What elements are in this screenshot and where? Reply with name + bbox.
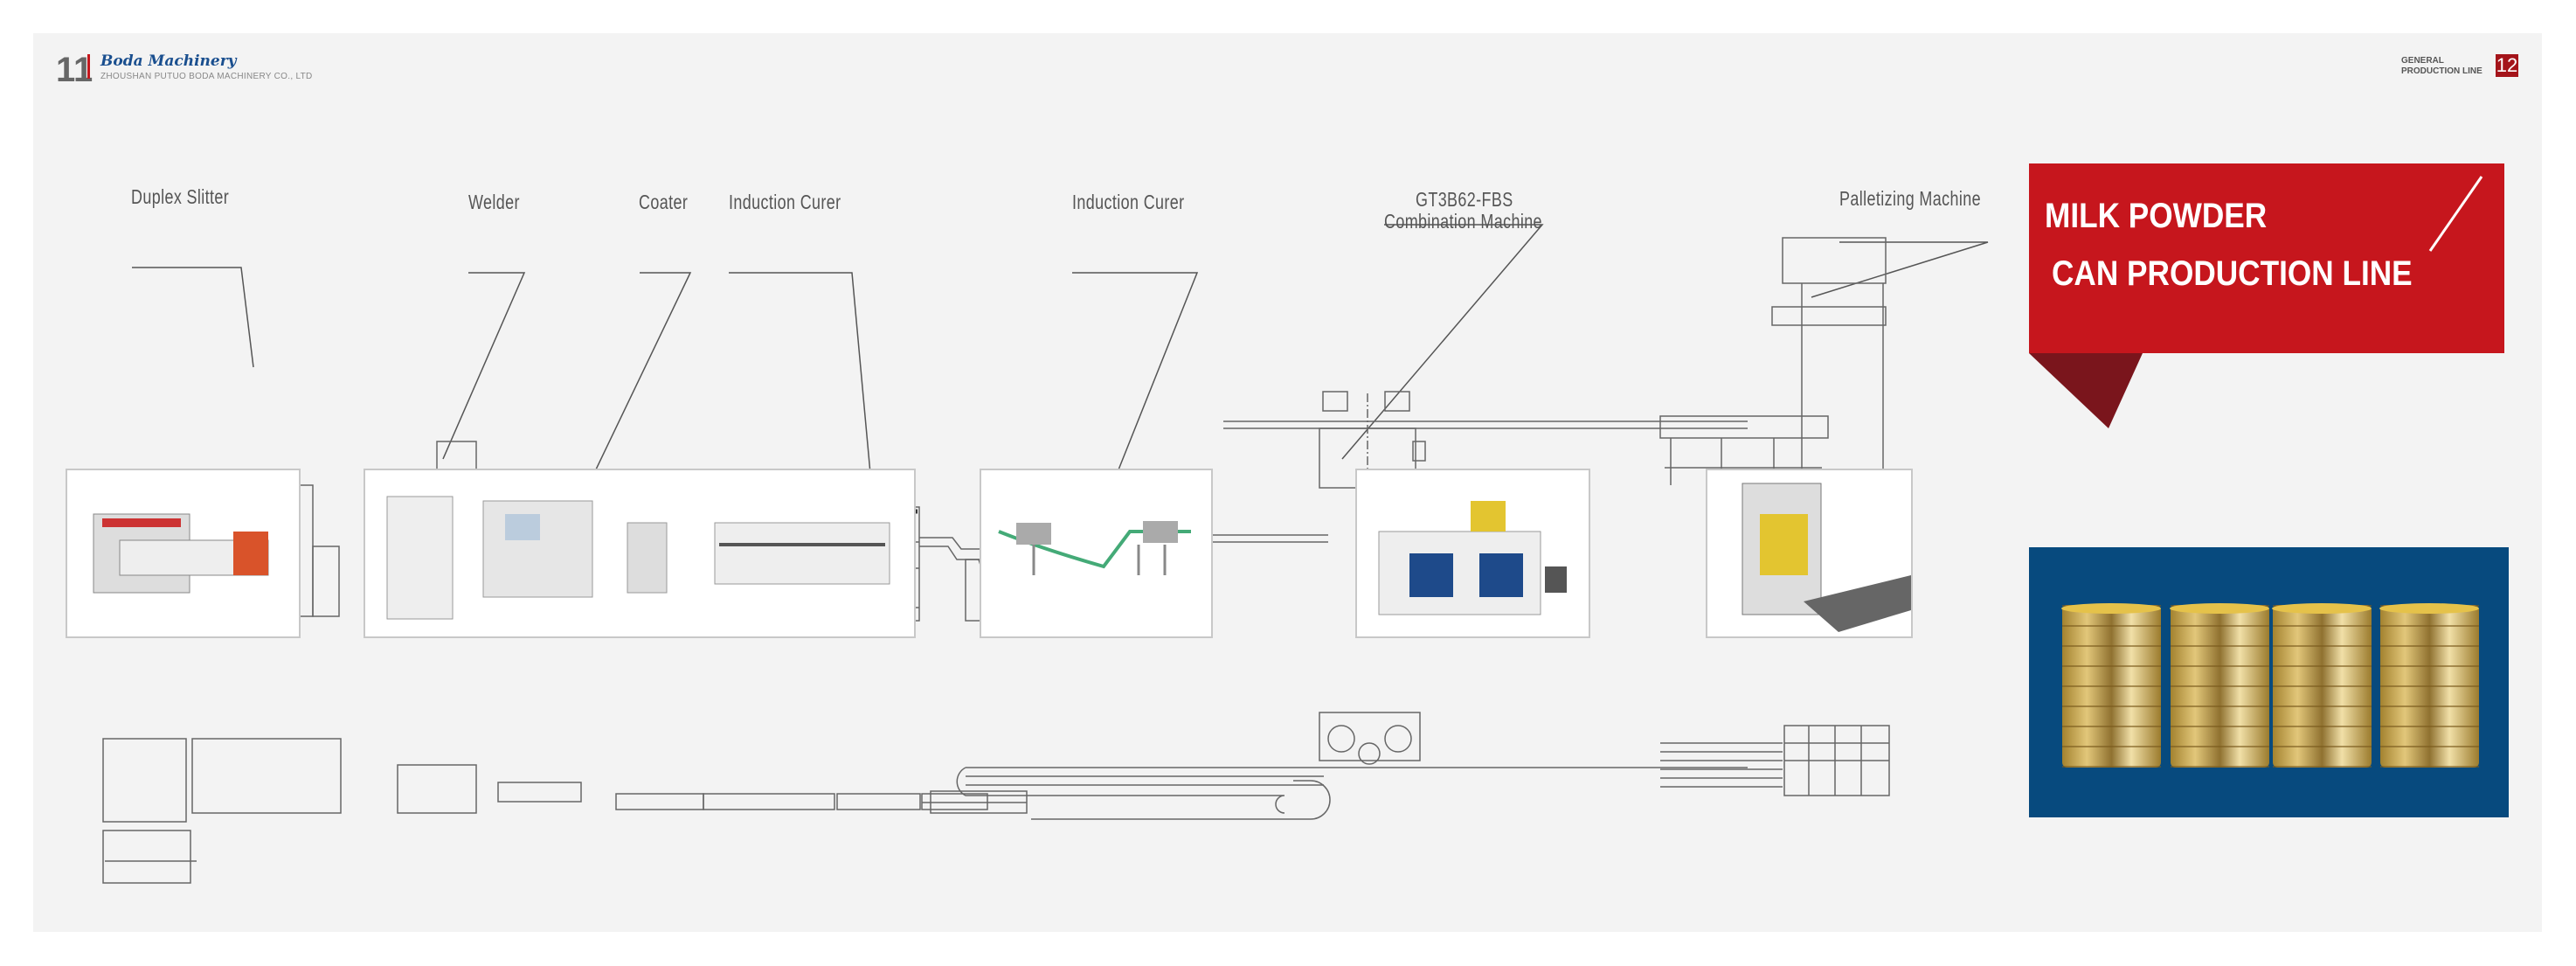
label-combination-model: GT3B62-FBS — [1416, 188, 1513, 211]
can — [2170, 603, 2269, 768]
banner-title-line1: MILK POWDER — [2045, 197, 2268, 235]
can — [2272, 603, 2372, 768]
slitter-machine-image — [93, 513, 269, 594]
photo-welder-coater-curer — [364, 469, 916, 638]
banner-slash-decoration — [2428, 176, 2483, 252]
label-combination-machine: Combination Machine — [1384, 210, 1542, 233]
label-palletizing-machine: Palletizing Machine — [1839, 187, 1981, 210]
combination-machine-image — [1378, 501, 1567, 615]
label-welder: Welder — [468, 191, 520, 213]
welder-line-image — [386, 496, 890, 620]
label-leader-lines — [132, 224, 1989, 560]
photo-combination-machine — [1355, 469, 1590, 638]
label-coater: Coater — [639, 191, 689, 213]
page-number-left: 11 — [56, 51, 93, 89]
label-duplex-slitter: Duplex Slitter — [131, 185, 230, 208]
banner-title-line2: CAN PRODUCTION LINE — [2052, 254, 2413, 293]
section-title-line1: GENERAL — [2401, 56, 2444, 66]
photo-duplex-slitter — [66, 469, 301, 638]
gold-cans — [2061, 603, 2479, 768]
brand-logo: Boda Machinery — [100, 52, 237, 70]
section-title-line2: PRODUCTION LINE — [2401, 66, 2483, 76]
header-divider — [87, 54, 90, 79]
can — [2061, 603, 2161, 768]
milk-powder-cans-image — [2029, 547, 2509, 817]
company-name: ZHOUSHAN PUTUO BODA MACHINERY CO., LTD — [100, 72, 313, 81]
section-title: GENERAL PRODUCTION LINE — [2401, 56, 2489, 77]
label-induction-curer-1: Induction Curer — [729, 191, 841, 213]
curer-image — [998, 521, 1191, 575]
photo-induction-curer — [980, 469, 1213, 638]
photo-palletizer — [1706, 469, 1913, 638]
can — [2379, 603, 2479, 768]
banner-fold — [2029, 353, 2143, 428]
layout-plan-drawing — [102, 712, 1890, 884]
title-banner: MILK POWDER CAN PRODUCTION LINE — [2029, 163, 2504, 353]
palletizer-image — [1742, 483, 1911, 632]
page-number-right: 12 — [2496, 54, 2518, 77]
palletizer-drawing — [1659, 237, 1892, 490]
label-induction-curer-2: Induction Curer — [1072, 191, 1185, 213]
